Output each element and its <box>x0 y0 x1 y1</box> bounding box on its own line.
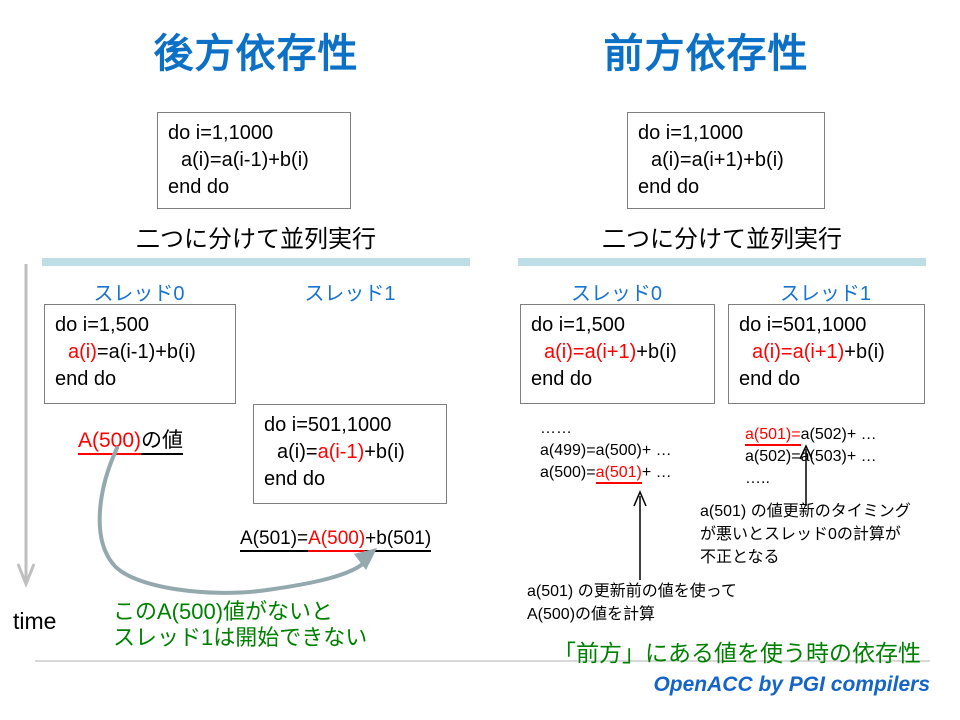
code-line: a(i)=a(i+1)+b(i) <box>739 339 914 366</box>
code-segment: +b(i) <box>364 441 405 463</box>
code-line: do i=1,500 <box>531 314 625 336</box>
code-line: a(i)=a(i-1)+b(i) <box>264 439 436 466</box>
note-line: a(501) の値更新のタイミング <box>700 503 911 520</box>
code-line: end do <box>264 468 326 490</box>
note-line: が悪いとスレッド0の計算が <box>700 526 901 543</box>
trace-red-segment: a(501) <box>595 464 642 484</box>
left-thread0-code-box: do i=1,500 a(i)=a(i-1)+b(i) end do <box>44 304 236 404</box>
right-main-code-box: do i=1,1000 a(i)=a(i+1)+b(i) end do <box>627 112 825 209</box>
pointer-arrow-thread0-icon <box>633 490 647 580</box>
footer-divider-line <box>35 660 930 662</box>
trace-line: …… <box>540 420 572 437</box>
code-line: end do <box>55 368 117 390</box>
trace-segment: a(500)= <box>540 464 596 481</box>
code-red-segment: a(i-1) <box>317 441 365 463</box>
trace-line: a(499)=a(500)+ … <box>540 442 672 459</box>
trace-segment: + … <box>641 464 672 481</box>
time-arrow-icon <box>16 264 36 589</box>
left-split-label: 二つに分けて並列実行 <box>136 226 376 253</box>
trace-segment: a(502)+ … <box>800 426 877 443</box>
code-line: do i=1,500 <box>55 314 149 336</box>
equation-segment: A(501)= <box>240 528 309 552</box>
right-divider-bar <box>518 258 926 266</box>
right-thread1-code-box: do i=501,1000 a(i)=a(i+1)+b(i) end do <box>728 304 925 404</box>
code-red-segment: a(i)=a(i+1) <box>752 341 845 363</box>
note-line: a(501) の更新前の値を使って <box>527 583 737 600</box>
code-line: do i=1,1000 <box>638 122 744 144</box>
code-line: a(i)=a(i-1)+b(i) <box>55 339 225 366</box>
code-segment: a(i)= <box>277 441 318 463</box>
a500-black-segment: の値 <box>141 429 184 455</box>
right-green-note: 「前方」にある値を使う時の依存性 <box>553 640 921 666</box>
a500-value-label: A(500)の値 <box>78 424 184 455</box>
timing-note: a(501) の値更新のタイミング が悪いとスレッド0の計算が 不正となる <box>700 500 911 569</box>
right-split-label: 二つに分けて並列実行 <box>602 226 842 253</box>
a500-red-segment: A(500) <box>78 429 142 455</box>
trace-line: ….. <box>745 470 770 487</box>
code-red-segment: a(i) <box>68 341 97 363</box>
code-line: end do <box>739 368 801 390</box>
trace-line: a(500)=a(501)+ … <box>540 462 672 484</box>
code-line: end do <box>531 368 593 390</box>
a501-equation: A(501)=A(500)+b(501) <box>240 528 432 552</box>
code-line: do i=1,1000 <box>168 122 274 144</box>
code-segment: +b(i) <box>844 341 885 363</box>
left-thread1-label: スレッド1 <box>304 283 396 305</box>
right-thread0-code-box: do i=1,500 a(i)=a(i+1)+b(i) end do <box>520 304 715 404</box>
left-main-code-box: do i=1,1000 a(i)=a(i-1)+b(i) end do <box>157 112 351 209</box>
equation-red-segment: A(500) <box>308 528 366 552</box>
use-note: a(501) の更新前の値を使って A(500)の値を計算 <box>527 580 737 626</box>
code-segment: +b(i) <box>636 341 677 363</box>
code-line: end do <box>638 176 700 198</box>
left-thread1-code-box: do i=501,1000 a(i)=a(i-1)+b(i) end do <box>253 404 447 504</box>
code-line: a(i)=a(i-1)+b(i) <box>181 149 309 171</box>
code-line: a(i)=a(i+1)+b(i) <box>531 339 704 366</box>
dependency-curve-arrow-icon <box>97 446 377 595</box>
time-axis-label: time <box>13 608 57 634</box>
code-line: do i=501,1000 <box>264 414 392 436</box>
trace-red-segment: a(501)= <box>745 426 801 446</box>
left-green-note: このA(500)値がないと スレッド1は開始できない <box>113 599 367 651</box>
code-red-segment: a(i)=a(i+1) <box>544 341 637 363</box>
green-note-line: このA(500)値がないと <box>113 599 334 624</box>
code-line: a(i)=a(i+1)+b(i) <box>651 149 784 171</box>
code-line: do i=501,1000 <box>739 314 867 336</box>
thread0-trace: …… a(499)=a(500)+ … a(500)=a(501)+ … <box>540 418 672 484</box>
left-thread0-label: スレッド0 <box>93 283 185 305</box>
left-title: 後方依存性 <box>153 32 359 76</box>
right-thread0-label: スレッド0 <box>570 283 663 305</box>
note-line: A(500)の値を計算 <box>527 606 656 623</box>
code-segment: =a(i-1)+b(i) <box>96 341 196 363</box>
note-line: 不正となる <box>700 549 780 566</box>
left-divider-bar <box>42 258 470 266</box>
right-thread1-label: スレッド1 <box>779 283 872 305</box>
credit-text: OpenACC by PGI compilers <box>653 673 930 696</box>
right-title: 前方依存性 <box>603 32 809 76</box>
trace-line: a(501)=a(502)+ … <box>745 424 877 446</box>
pointer-arrow-thread1-icon <box>799 444 813 506</box>
equation-segment: +b(501) <box>365 528 432 552</box>
green-note-line: スレッド1は開始できない <box>113 625 368 650</box>
code-line: end do <box>168 176 230 198</box>
